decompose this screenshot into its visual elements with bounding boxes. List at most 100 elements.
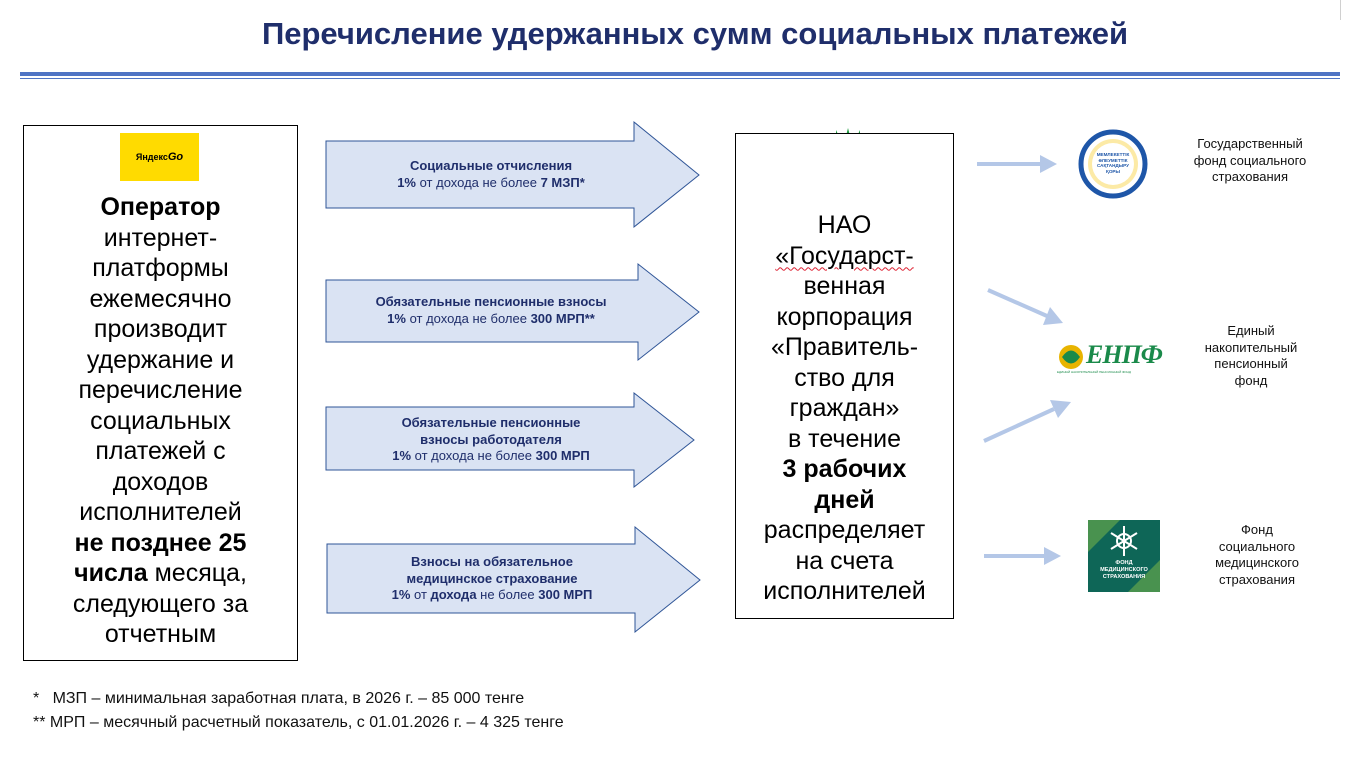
operator-line: интернет-: [103, 223, 218, 252]
flow-pct: 1%: [391, 587, 411, 602]
enpf-logo: [1059, 345, 1083, 369]
top-right-edge-line: [1340, 0, 1341, 20]
government-corp-box: НАО «Государст- венная корпорация «Прави…: [735, 133, 954, 619]
deadline-line: числа месяца,: [24, 558, 297, 589]
operator-line: социальных: [90, 406, 231, 435]
flow-limit: 7 МЗП*: [540, 174, 585, 190]
caption-line: Государственный: [1197, 136, 1303, 151]
logo-text-line: ҚОРЫ: [1106, 168, 1120, 174]
corp-line-bold: 3 рабочих: [782, 455, 907, 483]
flow-rate-text: от дохода не более: [411, 448, 536, 463]
logo-text-line: ӘЛЕУМЕТТІК: [1098, 157, 1128, 163]
medical-fund-logo-text: ФОНД МЕДИЦИНСКОГО СТРАХОВАНИЯ: [1088, 560, 1160, 581]
operator-line: удержание и: [86, 345, 235, 374]
corp-line: исполнителей: [763, 577, 926, 605]
flow-arrow-shape: [325, 262, 700, 362]
corp-line-text: «Государст-: [775, 241, 914, 270]
flow-pct: 1%: [387, 310, 406, 326]
corp-line-bold: дней: [814, 485, 875, 514]
connector-arrowhead: [1050, 400, 1071, 418]
connector-arrows: [977, 155, 1071, 565]
operator-line: исполнителей: [79, 498, 242, 526]
operator-line: платформы: [92, 254, 229, 282]
flow-rate: 1% от дохода не более 300 МРП: [326, 448, 656, 465]
operator-line: доходов: [112, 467, 209, 496]
enpf-logo-text: ЕНПФ: [1086, 340, 1163, 369]
enpf-logo-subtext: ЕДИНЫЙ НАКОПИТЕЛЬНЫЙ ПЕНСИОННЫЙ ФОНД: [1057, 370, 1131, 374]
flow-rate: 1% от дохода не более 7 МЗП*: [326, 175, 656, 192]
caption-line: накопительный: [1204, 339, 1298, 355]
operator-line: перечисление: [78, 376, 243, 404]
flow-arrow-shape: [325, 391, 695, 489]
logo-text-line: СТРАХОВАНИЯ: [1102, 574, 1146, 580]
caption-line: фонд социального: [1193, 152, 1307, 168]
logo-text-line: МЕДИЦИНСКОГО: [1100, 567, 1148, 573]
deadline-bold: не позднее 25: [74, 528, 247, 557]
flow-limit: 300 МРП: [535, 448, 590, 463]
flow-title: Обязательные пенсионные: [401, 415, 581, 430]
caption-line: страхования: [1212, 169, 1288, 184]
flow-limit: 300 МРП: [538, 587, 593, 602]
operator-line: ежемесячно: [89, 284, 232, 313]
footnote-mrp: ** МРП – месячный расчетный показатель, …: [33, 714, 564, 731]
operator-line: производит: [93, 315, 228, 343]
caption-line: фонд: [1234, 372, 1268, 388]
corp-line: в течение: [787, 424, 902, 453]
flow-label-pension-contributions: Обязательные пенсионные взносы 1% от дох…: [326, 294, 656, 327]
title-underline-thick: [20, 72, 1340, 76]
connector-line: [983, 407, 1055, 443]
corp-line: НАО: [817, 211, 872, 239]
flow-rate-text: не более: [476, 587, 539, 602]
recipient-caption-enpf: Единый накопительный пенсионный фонд: [1171, 323, 1331, 389]
caption-line: медицинского: [1215, 555, 1299, 570]
flow-rate: 1% от дохода не более 300 МРП**: [326, 311, 656, 328]
flow-pct: 1%: [397, 174, 416, 190]
flow-label-employer-pension: Обязательные пенсионные взносы работодат…: [326, 415, 656, 465]
corp-line: на счета: [795, 546, 894, 575]
recipient-caption-state-social-fund: Государственный фонд социального страхов…: [1170, 136, 1330, 186]
state-social-insurance-fund-logo: [1078, 129, 1148, 199]
page-title: Перечисление удержанных сумм социальных …: [261, 16, 1129, 51]
title-underline-thin: [20, 78, 1340, 79]
flow-label-social-contributions: Социальные отчисления 1% от дохода не бо…: [326, 158, 656, 191]
corp-line: ство для: [794, 363, 895, 392]
flow-arrow-shape: [326, 525, 701, 634]
corp-line: «Государст-: [736, 241, 953, 272]
flow-label-medical-insurance: Взносы на обязательное медицинское страх…: [327, 554, 657, 604]
flow-rate-text: от дохода не более: [415, 174, 541, 190]
corp-line: граждан»: [789, 394, 900, 422]
connector-line: [987, 288, 1048, 318]
recipient-caption-medical-fund: Фонд социального медицинского страховани…: [1177, 522, 1337, 588]
yandex-logo-go: Go: [167, 151, 184, 163]
deadline-tail: месяца,: [147, 559, 247, 587]
caption-line: страхования: [1219, 571, 1295, 587]
flow-title: Взносы на обязательное: [411, 554, 573, 569]
flow-title: взносы работодателя: [420, 431, 562, 447]
operator-heading: Оператор: [100, 193, 221, 221]
corp-line: распределяет: [763, 516, 926, 544]
connector-arrowhead: [1043, 307, 1063, 325]
logo-text-line: МЕМЛЕКЕТТІК: [1096, 152, 1130, 157]
flow-rate-text-bold: дохода: [430, 587, 477, 602]
yandex-logo-text: Яндекс: [135, 152, 168, 162]
flow-arrow-shape: [325, 120, 700, 229]
state-social-fund-logo-text: МЕМЛЕКЕТТІК ӘЛЕУМЕТТІК САҚТАНДЫРУ ҚОРЫ: [1093, 152, 1133, 174]
caption-line: Фонд: [1241, 522, 1273, 537]
flow-limit: 300 МРП**: [530, 310, 595, 326]
corp-line: венная: [803, 272, 886, 300]
flow-title: Социальные отчисления: [409, 158, 573, 173]
deadline-line: отчетным: [104, 620, 217, 648]
caption-line: пенсионный: [1214, 356, 1288, 371]
operator-box: Оператор интернет- платформы ежемесячно …: [23, 125, 298, 661]
caption-line: Единый: [1227, 323, 1275, 338]
flow-rate-text: от: [410, 587, 431, 602]
flow-rate: 1% от дохода не более 300 МРП: [327, 587, 657, 604]
logo-text-line: ФОНД: [1115, 560, 1133, 566]
flow-pct: 1%: [392, 448, 412, 463]
connector-arrowhead: [1040, 155, 1057, 173]
deadline-line: следующего за: [72, 589, 249, 618]
connector-arrowhead: [1044, 547, 1061, 565]
operator-line: платежей с: [95, 437, 226, 465]
